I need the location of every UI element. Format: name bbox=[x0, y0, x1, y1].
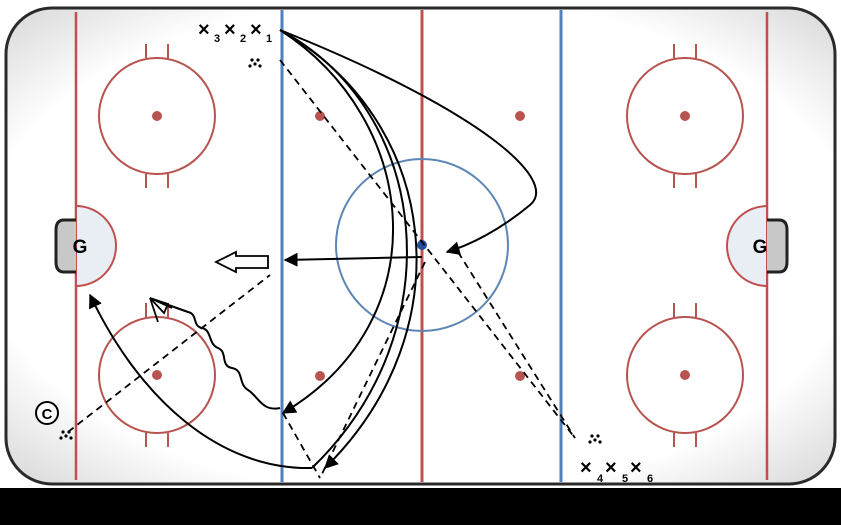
neutral-dot bbox=[515, 111, 525, 121]
center-circle bbox=[335, 158, 509, 332]
faceoff-circle-bottom-right bbox=[626, 303, 744, 447]
pass-short bbox=[282, 412, 321, 479]
player-number: 3 bbox=[214, 33, 220, 45]
coach-label: C bbox=[42, 406, 53, 423]
player-number: 4 bbox=[597, 473, 604, 485]
puck-pile-top bbox=[248, 58, 262, 68]
bottom-band bbox=[0, 488, 841, 525]
skate-path-curve-3 bbox=[279, 29, 418, 469]
goalie-left-label: G bbox=[73, 237, 88, 258]
neutral-dot bbox=[315, 111, 325, 121]
stickhandle-arrowhead bbox=[149, 297, 170, 315]
puck bbox=[417, 240, 427, 250]
skating-paths bbox=[89, 29, 537, 470]
coach-icon bbox=[35, 401, 59, 425]
pass-diagonal-short bbox=[457, 251, 576, 439]
goalie-right-label: G bbox=[753, 237, 768, 258]
pass-coach bbox=[67, 274, 271, 433]
player-number: 1 bbox=[266, 33, 272, 45]
goal-right bbox=[726, 204, 789, 288]
skate-path-curve-1 bbox=[279, 29, 394, 414]
player-x-mark: × bbox=[198, 19, 210, 41]
goal-left bbox=[54, 204, 117, 288]
neutral-dot bbox=[315, 371, 325, 381]
faceoff-circle-top-right bbox=[626, 44, 744, 188]
player-x-mark: × bbox=[580, 457, 592, 479]
shot-arrow bbox=[213, 250, 269, 274]
player-x-mark: × bbox=[250, 19, 262, 41]
skate-path-loop bbox=[279, 29, 537, 256]
player-number: 6 bbox=[647, 473, 653, 485]
players-bottom: × 4 × 5 × 6 bbox=[580, 457, 653, 485]
pass-to-left bbox=[283, 252, 423, 267]
faceoff-circle-top-left bbox=[98, 44, 216, 188]
player-x-mark: × bbox=[630, 457, 642, 479]
player-x-mark: × bbox=[224, 19, 236, 41]
skate-path-return bbox=[89, 293, 313, 470]
pass-paths bbox=[67, 59, 576, 479]
puck-pile-bottom bbox=[588, 434, 602, 444]
pass-center-down bbox=[319, 261, 426, 479]
pass-diagonal-long bbox=[279, 59, 576, 439]
player-x-mark: × bbox=[605, 457, 617, 479]
player-number: 5 bbox=[622, 473, 628, 485]
players-top: × 3 × 2 × 1 bbox=[198, 19, 272, 45]
neutral-dot bbox=[515, 371, 525, 381]
stickhandle-path bbox=[159, 301, 281, 410]
player-number: 2 bbox=[240, 33, 246, 45]
